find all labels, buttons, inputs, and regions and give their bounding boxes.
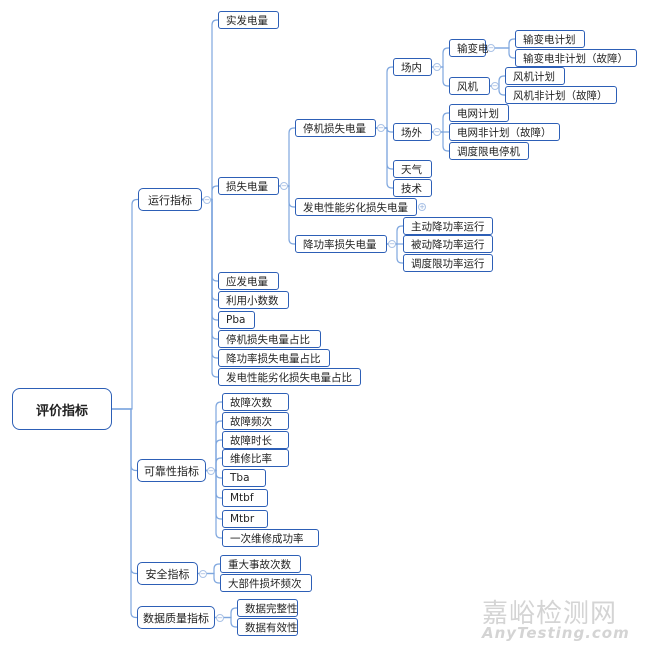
node-shutdown-ratio[interactable]: 停机损失电量占比 xyxy=(218,330,321,348)
connector-line xyxy=(112,408,137,472)
connector-line xyxy=(376,66,393,129)
node-utilization-hours[interactable]: 利用小数数 xyxy=(218,291,289,309)
collapse-icon[interactable]: − xyxy=(487,44,495,52)
node-transmission-unplanned[interactable]: 输变电非计划（故障） xyxy=(515,49,637,67)
node-technical[interactable]: 技术 xyxy=(393,179,432,197)
node-operation[interactable]: 运行指标 xyxy=(138,188,202,211)
node-shutdown-loss[interactable]: 停机损失电量 xyxy=(295,119,376,137)
connector-line xyxy=(202,198,218,378)
connector-line xyxy=(202,198,218,359)
node-reliability[interactable]: 可靠性指标 xyxy=(137,459,206,482)
node-repair-ratio[interactable]: 维修比率 xyxy=(222,449,289,467)
node-fault-frequency[interactable]: 故障频次 xyxy=(222,412,289,430)
collapse-icon[interactable]: − xyxy=(377,124,385,132)
connector-line xyxy=(202,198,218,321)
connector-line xyxy=(112,408,137,619)
connector-line xyxy=(279,185,295,245)
root-node[interactable]: 评价指标 xyxy=(12,388,112,430)
connector-line xyxy=(215,607,237,619)
node-grid-unplanned[interactable]: 电网非计划（故障） xyxy=(449,123,560,141)
node-mtbf[interactable]: Mtbf xyxy=(222,489,268,507)
connector-line xyxy=(376,127,393,189)
node-fault-count[interactable]: 故障次数 xyxy=(222,393,289,411)
connector-line xyxy=(206,420,222,472)
node-first-repair-rate[interactable]: 一次维修成功率 xyxy=(222,529,319,547)
node-weather[interactable]: 天气 xyxy=(393,160,432,178)
collapse-icon[interactable]: − xyxy=(199,569,207,578)
connector-line xyxy=(202,198,218,282)
node-degradation-ratio[interactable]: 发电性能劣化损失电量占比 xyxy=(218,368,361,386)
node-safety[interactable]: 安全指标 xyxy=(137,562,198,585)
node-component-damage[interactable]: 大部件损坏频次 xyxy=(220,574,312,592)
collapse-icon[interactable]: − xyxy=(280,182,288,190)
node-dispatch-derate[interactable]: 调度限功率运行 xyxy=(403,254,493,272)
connector-line xyxy=(432,66,449,87)
connector-line xyxy=(486,38,515,49)
connector-line xyxy=(198,563,220,575)
node-derate-loss[interactable]: 降功率损失电量 xyxy=(295,235,387,253)
collapse-icon[interactable]: − xyxy=(388,240,396,248)
node-outside[interactable]: 场外 xyxy=(393,123,432,141)
node-turbine-unplanned[interactable]: 风机非计划（故障） xyxy=(505,86,617,104)
connector-line xyxy=(490,75,505,87)
connector-line xyxy=(206,401,222,472)
connector-line xyxy=(206,457,222,472)
node-inside[interactable]: 场内 xyxy=(393,58,432,76)
node-mtbr[interactable]: Mtbr xyxy=(222,510,268,528)
connector-line xyxy=(202,198,218,301)
watermark-cn: 嘉峪检测网 xyxy=(482,599,618,629)
node-data-validity[interactable]: 数据有效性 xyxy=(237,618,298,636)
node-dispatch-shutdown[interactable]: 调度限电停机 xyxy=(449,142,529,160)
connector-line xyxy=(432,112,449,133)
node-fault-duration[interactable]: 故障时长 xyxy=(222,431,289,449)
node-tba[interactable]: Tba xyxy=(222,469,266,487)
node-transmission[interactable]: 输变电 xyxy=(449,39,489,57)
collapse-icon[interactable]: − xyxy=(207,466,215,475)
collapse-icon[interactable]: − xyxy=(216,613,224,622)
connector-line xyxy=(206,439,222,472)
connector-line xyxy=(490,85,505,96)
node-degradation-loss[interactable]: 发电性能劣化损失电量 xyxy=(295,198,417,216)
connector-line xyxy=(202,185,218,201)
connector-line xyxy=(387,225,403,245)
expand-icon[interactable]: + xyxy=(418,203,426,211)
node-actual-gen[interactable]: 实发电量 xyxy=(218,11,279,29)
node-loss[interactable]: 损失电量 xyxy=(218,177,279,195)
node-passive-derate[interactable]: 被动降功率运行 xyxy=(403,235,493,253)
connector-line xyxy=(387,243,403,264)
node-data-quality[interactable]: 数据质量指标 xyxy=(137,606,215,629)
connector-line xyxy=(112,408,137,575)
collapse-icon[interactable]: − xyxy=(433,128,441,136)
connector-line xyxy=(202,19,218,201)
connector-line xyxy=(112,198,138,410)
collapse-icon[interactable]: − xyxy=(433,63,441,71)
connector-line xyxy=(206,469,222,499)
connector-line xyxy=(206,469,222,539)
connector-line xyxy=(202,198,218,340)
node-grid-planned[interactable]: 电网计划 xyxy=(449,104,509,122)
node-derate-ratio[interactable]: 降功率损失电量占比 xyxy=(218,349,330,367)
connector-line xyxy=(279,127,295,187)
node-pba[interactable]: Pba xyxy=(218,311,255,329)
connector-line xyxy=(198,572,220,584)
collapse-icon[interactable]: − xyxy=(491,82,499,90)
node-major-accidents[interactable]: 重大事故次数 xyxy=(220,555,301,573)
connector-line xyxy=(376,127,393,170)
connector-line xyxy=(432,131,449,152)
node-transmission-planned[interactable]: 输变电计划 xyxy=(515,30,585,48)
collapse-icon[interactable]: − xyxy=(203,195,211,204)
connector-line xyxy=(432,47,449,68)
node-turbine[interactable]: 风机 xyxy=(449,77,490,95)
node-active-derate[interactable]: 主动降功率运行 xyxy=(403,217,493,235)
node-data-completeness[interactable]: 数据完整性 xyxy=(237,599,298,617)
node-expected-gen[interactable]: 应发电量 xyxy=(218,272,279,290)
connector-line xyxy=(215,616,237,628)
connector-line xyxy=(486,47,515,59)
node-turbine-planned[interactable]: 风机计划 xyxy=(505,67,565,85)
watermark-en: AnyTesting.com xyxy=(482,624,630,642)
